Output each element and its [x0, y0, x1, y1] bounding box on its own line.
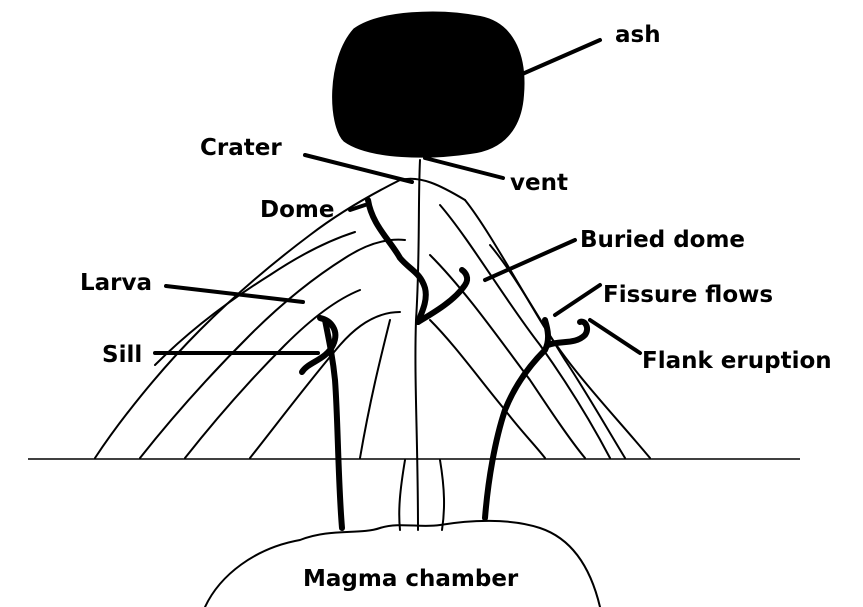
flank-branch	[548, 322, 587, 345]
central-conduit	[415, 160, 420, 530]
label-larva: Larva	[80, 270, 152, 296]
label-crater: Crater	[200, 135, 282, 161]
magma-chamber	[205, 521, 600, 607]
ash-cloud	[334, 14, 522, 156]
conduit-branch-right	[440, 460, 444, 530]
label-dome: Dome	[260, 197, 334, 223]
label-ash: ash	[615, 22, 661, 48]
label-sill: Sill	[102, 342, 142, 368]
label-vent: vent	[510, 170, 568, 196]
label-buried-dome: Buried dome	[580, 227, 745, 253]
flank-conduit	[485, 320, 548, 518]
conduit-branch	[399, 460, 405, 530]
label-magma-chamber: Magma chamber	[303, 566, 519, 592]
label-fissure-flows: Fissure flows	[603, 282, 773, 308]
label-flank-eruption: Flank eruption	[642, 348, 832, 374]
